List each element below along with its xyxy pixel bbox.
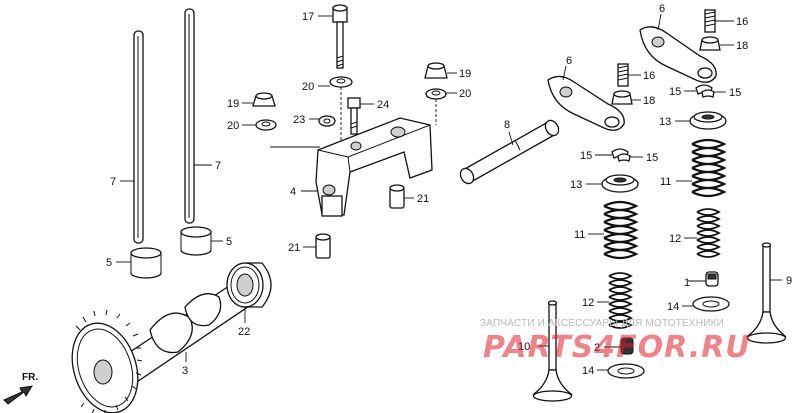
callout-20a: 20 [227,120,239,132]
tappet-left [130,247,162,279]
nut-left [252,92,276,107]
valve-right [746,242,787,344]
callout-15c: 15 [669,86,681,98]
callout-12a: 12 [582,297,594,309]
inner-spring-right [696,208,721,258]
bolt-long [332,4,348,69]
callout-16b: 16 [736,16,748,28]
rocker-shaft [459,119,560,185]
spring-seat-right [692,296,730,312]
callout-6b: 6 [659,3,665,15]
callout-21b: 21 [288,242,300,254]
outer-spring-left [603,200,639,260]
callout-15d: 15 [729,87,741,99]
front-direction-label: FR. [22,372,39,383]
nut-right [424,62,448,79]
tappet-right [180,226,212,256]
spring-seat-left [607,363,645,379]
callout-5a: 5 [106,257,112,269]
lock-nut-upper [699,36,721,51]
watermark-logo: PARTS4FOR.RU [483,330,751,365]
callout-14a: 14 [667,301,679,313]
callout-23: 23 [293,114,305,126]
inner-spring-left [608,272,633,329]
callout-24: 24 [377,99,389,111]
callout-21a: 21 [417,193,429,205]
callout-14b: 14 [582,365,594,377]
callout-10: 10 [518,341,530,353]
callout-labels: 1 2 3 4 5 5 6 6 7 7 8 9 10 11 11 12 12 1… [106,3,792,377]
callout-20b: 20 [302,81,314,93]
callout-5b: 5 [226,236,232,248]
rocker-arm-upper [639,26,717,83]
callout-22: 22 [238,326,250,338]
washer-left [255,119,277,131]
callout-19a: 19 [227,98,239,110]
callout-3: 3 [182,365,188,377]
stem-seal-left [620,337,634,355]
cotter-right [695,84,715,98]
washer-right [425,88,447,100]
callout-7a: 7 [110,176,116,188]
dowel-pin-lower [315,233,331,259]
callout-4: 4 [290,186,296,198]
callout-18a: 18 [643,95,655,107]
outer-spring-right [691,138,727,198]
lock-nut-lower [611,90,633,105]
dowel-pin-upper [389,184,405,209]
front-direction-arrow [3,385,33,405]
callout-17: 17 [302,11,314,23]
rocker-holder [315,117,433,217]
push-rod-right [184,8,195,224]
watermark-text: ЗАПЧАСТИ И АКСЕССУАРЫ ДЛЯ МОТОТЕХНИКИ [480,318,725,329]
bearing [226,262,272,308]
callout-15b: 15 [646,152,658,164]
push-rod-left [133,30,144,244]
valve-left [532,300,573,402]
callout-18b: 18 [736,40,748,52]
callout-12b: 12 [669,233,681,245]
retainer-right [689,111,727,130]
cotter-left [611,148,631,162]
adjust-screw-lower [617,63,629,87]
adjust-screw-upper [704,9,716,33]
callout-1: 1 [684,277,690,289]
callout-11a: 11 [574,229,585,241]
camshaft [71,277,260,413]
callout-8: 8 [504,119,510,131]
callout-7b: 7 [215,160,221,172]
callout-2: 2 [594,342,600,354]
washer-small [318,115,336,127]
callout-15a: 15 [580,150,592,162]
rocker-arm-lower [547,75,625,131]
callout-9: 9 [786,275,792,287]
stem-seal-right [705,271,719,287]
callout-19b: 19 [459,68,471,80]
washer-top [329,76,353,88]
callout-13b: 13 [659,116,671,128]
callout-6a: 6 [566,55,572,67]
retainer-left [601,174,639,193]
callout-20c: 20 [459,88,471,100]
callout-11b: 11 [660,176,671,188]
bolt-short [347,97,361,135]
callout-13a: 13 [570,179,582,191]
callout-16a: 16 [643,70,655,82]
